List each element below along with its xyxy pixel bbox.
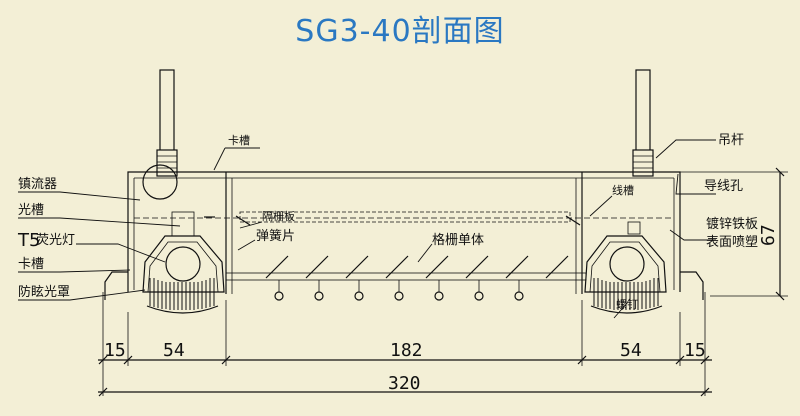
label-clip-slot-left: 卡槽 [18, 257, 44, 272]
dim-panel-right: 54 [620, 340, 642, 361]
drawing-title: SG3-40剖面图 [295, 14, 505, 49]
label-anti-glare-cover: 防眩光罩 [18, 284, 70, 300]
dim-panel-left: 54 [163, 340, 185, 361]
label-spring-piece: 弹簧片 [256, 228, 295, 244]
dim-center: 182 [390, 340, 423, 361]
label-wire-hole: 导线孔 [704, 179, 743, 194]
label-galvanized-sheet: 镀锌铁板 [706, 216, 758, 232]
right-lamp-assembly [584, 221, 704, 314]
leader-lines [18, 139, 716, 319]
louver-blades [265, 255, 569, 301]
label-screw: 螺钉 [616, 298, 638, 311]
dim-side-left: 15 [104, 340, 126, 361]
label-hanger-rod: 吊杆 [718, 133, 744, 148]
dim-side-right: 15 [684, 340, 706, 361]
dimension-chain [98, 292, 712, 397]
label-fluorescent: 荧光灯 [36, 233, 75, 248]
dim-total: 320 [388, 373, 421, 394]
dimension-height [680, 167, 788, 301]
label-light-slot: 光槽 [18, 203, 44, 218]
label-grille-body: 格栅单体 [432, 232, 484, 248]
dim-height-label: 67 [758, 224, 779, 246]
label-ballast: 镇流器 [18, 177, 57, 192]
label-partition-plate: 隔栅板 [262, 209, 295, 223]
label-wire-channel: 线槽 [612, 183, 634, 197]
hanger-rod-right [632, 69, 654, 177]
left-lamp-assembly [104, 235, 225, 314]
luminaire-housing [127, 164, 681, 294]
label-surface-coating: 表面喷塑 [706, 235, 758, 250]
hanger-rod-left [156, 69, 178, 177]
label-t5: T5 [17, 230, 40, 251]
label-clip-slot-top: 卡槽 [228, 134, 250, 147]
